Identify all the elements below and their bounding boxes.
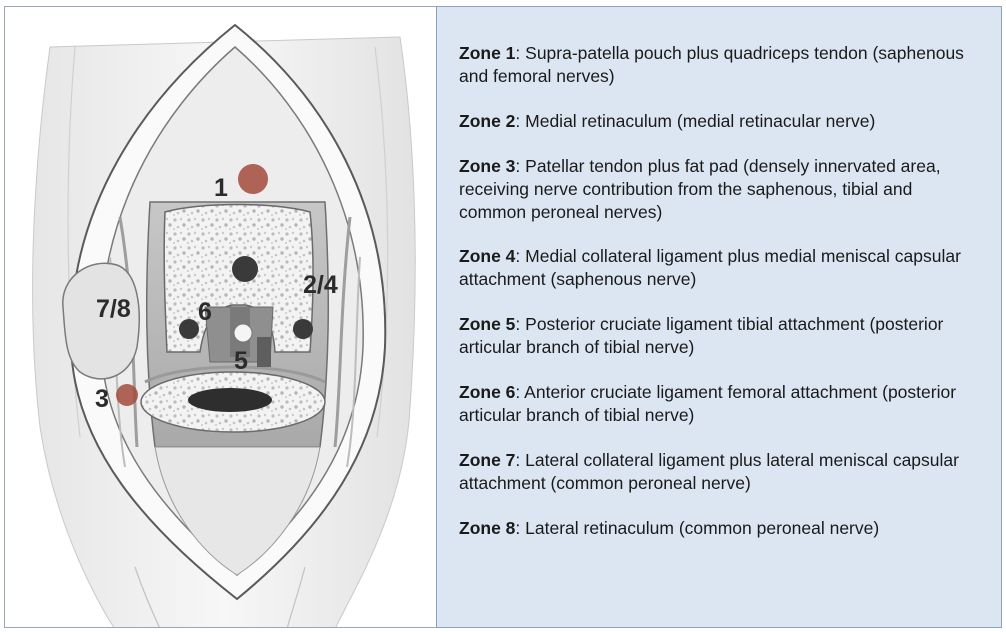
zone-entry-7: Zone 7: Lateral collateral ligament plus… (459, 449, 979, 495)
zone-marker-5: 5 (234, 347, 248, 375)
knee-illustration-panel: 1 2/4 3 5 6 7/8 (4, 6, 436, 628)
zone-marker-6: 6 (198, 298, 212, 326)
zone-description: Lateral collateral ligament plus lateral… (459, 450, 959, 493)
zone-description: Patellar tendon plus fat pad (densely in… (459, 156, 941, 222)
zone-legend-panel: Zone 1: Supra-patella pouch plus quadric… (436, 6, 1002, 628)
zone-6-dot (179, 319, 199, 339)
zone-entry-8: Zone 8: Lateral retinaculum (common pero… (459, 517, 979, 540)
zone-marker-1: 1 (214, 174, 228, 202)
zone-description: Medial retinaculum (medial retinacular n… (525, 111, 875, 131)
zone-label: Zone 7 (459, 450, 515, 470)
zone-entry-1: Zone 1: Supra-patella pouch plus quadric… (459, 42, 979, 88)
zone-description: Supra-patella pouch plus quadriceps tend… (459, 43, 964, 86)
zone-label: Zone 4 (459, 246, 515, 266)
zone-description: Anterior cruciate ligament femoral attac… (459, 382, 956, 425)
zone-3-dot (116, 384, 138, 406)
zone-label: Zone 2 (459, 111, 515, 131)
knee-illustration: 1 2/4 3 5 6 7/8 (5, 7, 436, 628)
zone-entry-6: Zone 6: Anterior cruciate ligament femor… (459, 381, 979, 427)
zone-center-dot (232, 256, 258, 282)
zone-marker-7-8: 7/8 (96, 295, 131, 323)
zone-label: Zone 8 (459, 518, 515, 538)
zone-label: Zone 6 (459, 382, 515, 402)
zone-entry-4: Zone 4: Medial collateral ligament plus … (459, 245, 979, 291)
zone-marker-3: 3 (95, 385, 109, 413)
zone-marker-2-4: 2/4 (303, 271, 338, 299)
zone-description: Posterior cruciate ligament tibial attac… (459, 314, 943, 357)
zone-entry-5: Zone 5: Posterior cruciate ligament tibi… (459, 313, 979, 359)
zone-entry-2: Zone 2: Medial retinaculum (medial retin… (459, 110, 979, 133)
zone-description: Medial collateral ligament plus medial m… (459, 246, 961, 289)
zone-2-4-dot (293, 319, 313, 339)
zone-description: Lateral retinaculum (common peroneal ner… (525, 518, 879, 538)
zone-1-dot (238, 164, 268, 194)
zone-label: Zone 1 (459, 43, 515, 63)
zone-label: Zone 5 (459, 314, 515, 334)
zone-label: Zone 3 (459, 156, 515, 176)
zone-entry-3: Zone 3: Patellar tendon plus fat pad (de… (459, 155, 979, 224)
